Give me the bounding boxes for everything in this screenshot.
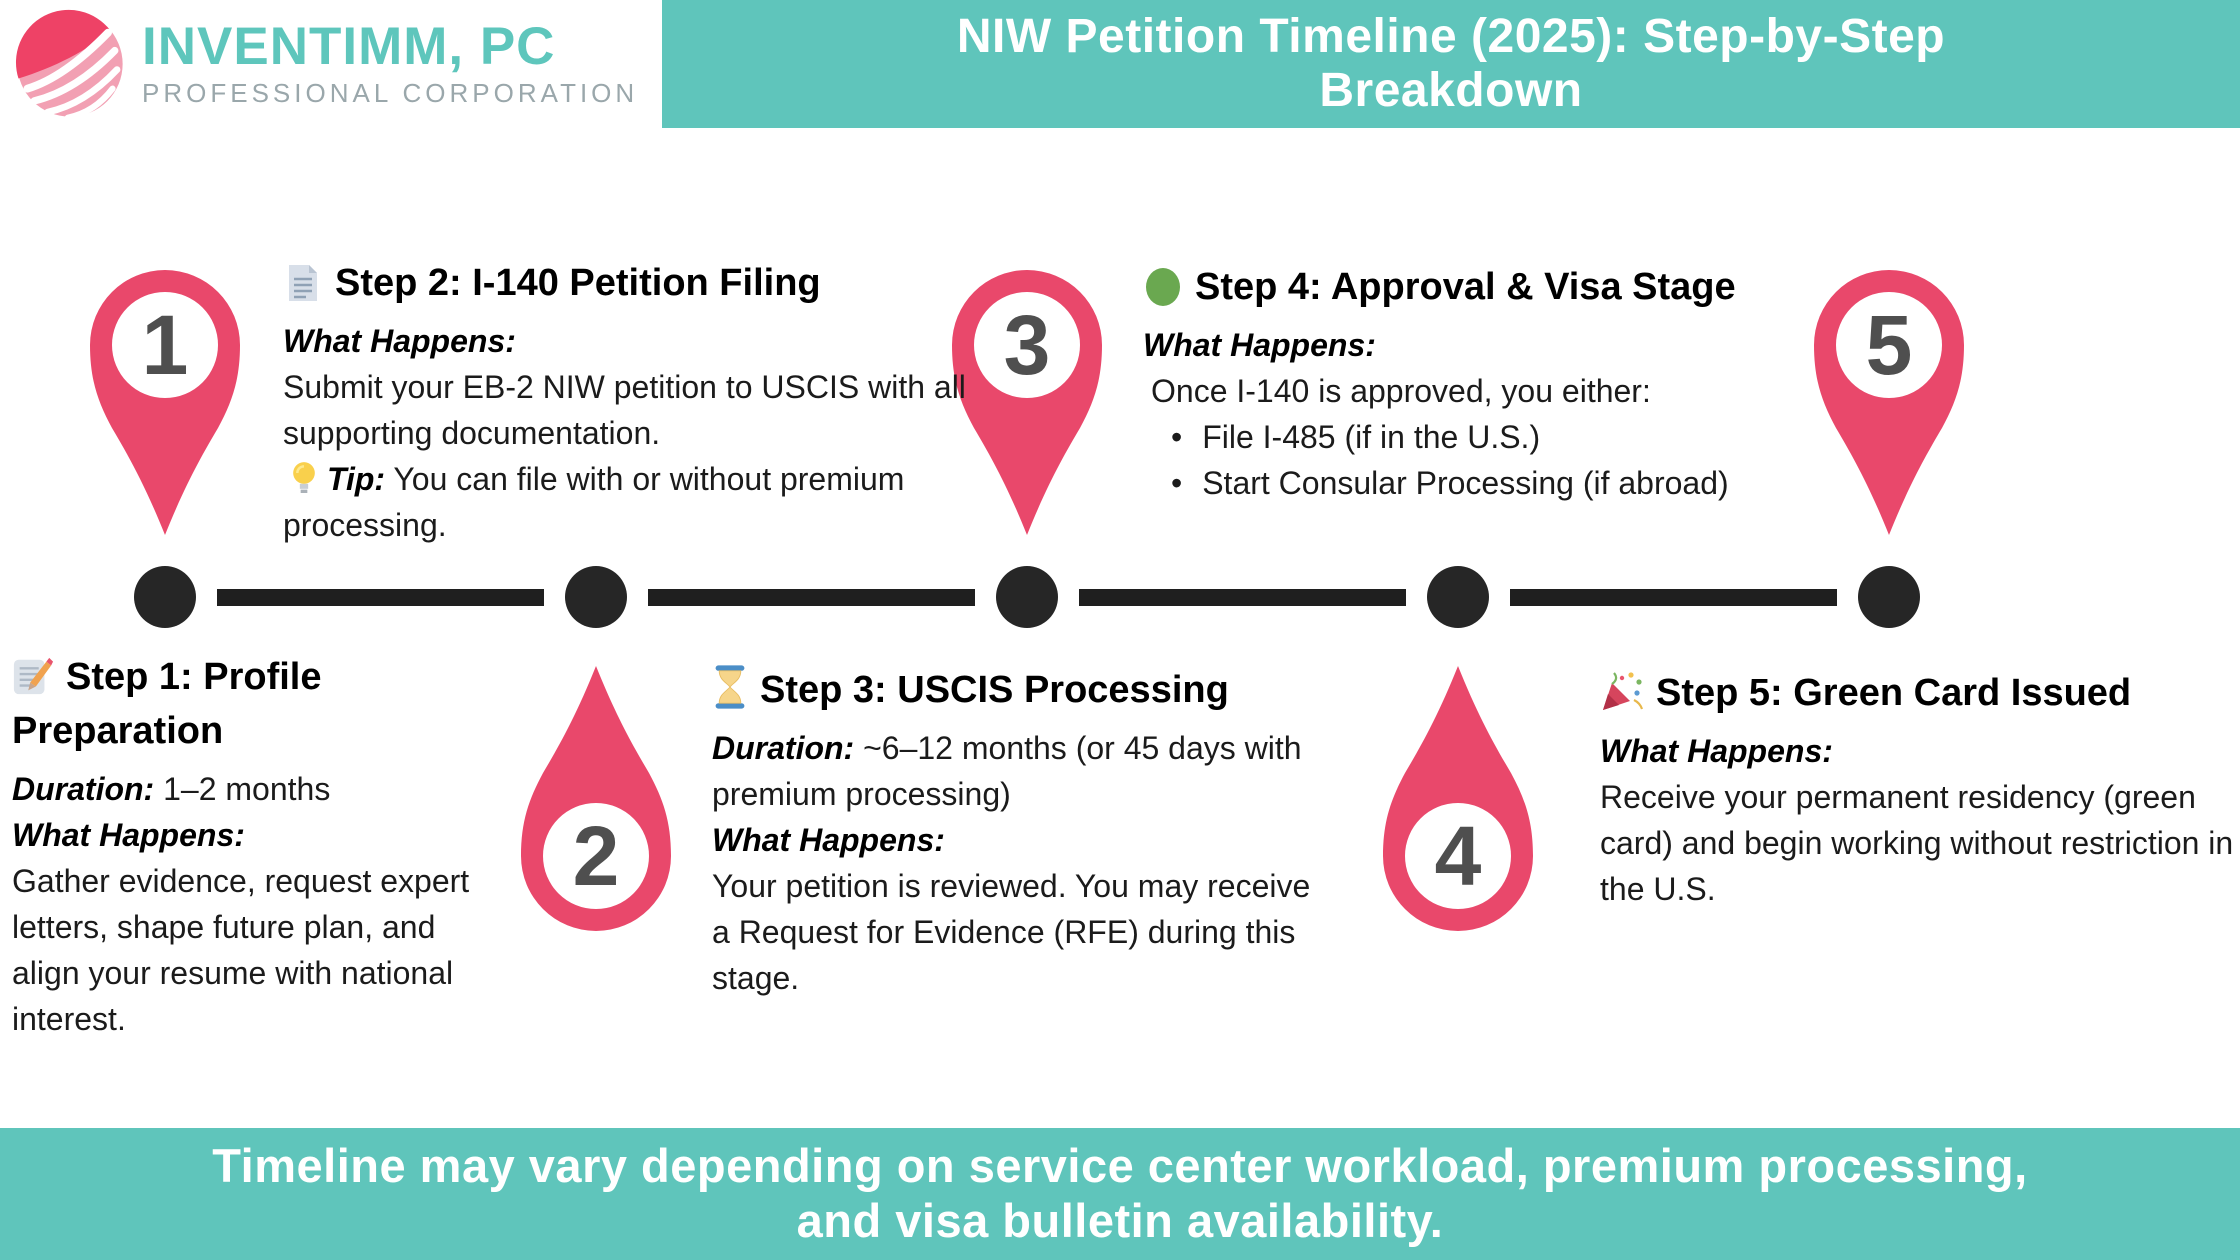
step-1-duration: Duration: 1–2 months — [12, 766, 490, 812]
step-5-title-text: Step 5: Green Card Issued — [1656, 672, 2132, 714]
header-title-line2: Breakdown — [1319, 64, 1583, 117]
footer-bar: Timeline may vary depending on service c… — [0, 1128, 2240, 1260]
logo-area: INVENTIMM, PC PROFESSIONAL CORPORATION — [0, 0, 662, 128]
step-2-body: Submit your EB-2 NIW petition to USCIS w… — [283, 369, 966, 451]
step-1-block: Step 1: Profile Preparation Duration: 1–… — [12, 650, 490, 1042]
pin-number-2: 2 — [573, 809, 620, 903]
step-2-title-text: Step 2: I-140 Petition Filing — [335, 262, 821, 304]
timeline-segment — [1510, 589, 1837, 606]
step-3-duration: Duration: ~6–12 months (or 45 days with … — [712, 725, 1332, 817]
map-pin-2: 2 — [521, 666, 671, 931]
step-4-what-label: What Happens: — [1143, 327, 1376, 363]
footer-line1: Timeline may vary depending on service c… — [212, 1139, 2028, 1193]
green-circle-icon — [1146, 268, 1180, 306]
inventimm-logo-icon — [15, 9, 123, 120]
step-4-bullet-1-text: File I-485 (if in the U.S.) — [1202, 419, 1541, 455]
step-5-block: Step 5: Green Card Issued What Happens: … — [1600, 666, 2240, 912]
map-pin-1: 1 — [90, 270, 240, 535]
step-5-what-label: What Happens: — [1600, 733, 1833, 769]
step-2-tip-label: Tip: — [327, 461, 386, 497]
step-3-duration-label: Duration: — [712, 730, 855, 766]
step-5-body: Receive your permanent residency (green … — [1600, 779, 2234, 907]
map-pin-4: 4 — [1383, 666, 1533, 931]
step-3-what-label: What Happens: — [712, 822, 945, 858]
header-title-line1: NIW Petition Timeline (2025): Step-by-St… — [956, 9, 1946, 63]
step-2-tip-text: You can file with or without premium pro… — [283, 461, 905, 543]
step-3-body: Your petition is reviewed. You may recei… — [712, 868, 1311, 996]
step-4-intro: Once I-140 is approved, you either: — [1151, 373, 1651, 409]
bullet-dot: • — [1171, 419, 1183, 455]
timeline-dot-1 — [134, 566, 196, 628]
step-1-what-label: What Happens: — [12, 817, 245, 853]
step-4-block: Step 4: Approval & Visa Stage What Happe… — [1143, 260, 1883, 506]
step-1-duration-label: Duration: — [12, 771, 155, 807]
step-2-what-label: What Happens: — [283, 323, 516, 359]
step-4-title-text: Step 4: Approval & Visa Stage — [1195, 266, 1736, 308]
pin-number-5: 5 — [1866, 298, 1913, 392]
party-popper-icon — [1603, 672, 1644, 710]
step-3-duration-value: ~6–12 months (or 45 days with premium pr… — [712, 730, 1302, 812]
step-1-title: Step 1: Profile Preparation — [12, 650, 402, 758]
brand-text: INVENTIMM, PC PROFESSIONAL CORPORATION — [142, 19, 638, 110]
lightbulb-icon — [293, 462, 315, 493]
timeline-dot-3 — [996, 566, 1058, 628]
footer-line2: and visa bulletin availability. — [796, 1194, 1444, 1247]
step-4-bullet-1: • File I-485 (if in the U.S.) — [1143, 414, 1883, 460]
step-1-body: Gather evidence, request expert letters,… — [12, 863, 470, 1037]
step-4-bullet-2-text: Start Consular Processing (if abroad) — [1202, 465, 1729, 501]
header-bar: NIW Petition Timeline (2025): Step-by-St… — [662, 0, 2240, 128]
document-icon — [289, 265, 317, 301]
step-1-duration-value: 1–2 months — [163, 771, 331, 807]
timeline-segment — [648, 589, 975, 606]
step-1-title-text: Step 1: Profile Preparation — [12, 656, 322, 752]
pin-number-4: 4 — [1435, 809, 1482, 903]
timeline-dot-5 — [1858, 566, 1920, 628]
step-2-block: Step 2: I-140 Petition Filing What Happe… — [283, 256, 973, 548]
step-2-tip: Tip: You can file with or without premiu… — [283, 456, 973, 548]
step-3-block: Step 3: USCIS Processing Duration: ~6–12… — [712, 663, 1332, 1001]
brand-name: INVENTIMM, PC — [142, 16, 556, 76]
map-pin-3: 3 — [952, 270, 1102, 535]
timeline-dot-2 — [565, 566, 627, 628]
memo-icon — [13, 657, 54, 695]
pin-number-1: 1 — [142, 298, 189, 392]
bullet-dot: • — [1171, 465, 1183, 501]
hourglass-icon — [715, 665, 745, 709]
map-pin-5: 5 — [1814, 270, 1964, 535]
timeline-dot-4 — [1427, 566, 1489, 628]
timeline-segment — [217, 589, 544, 606]
step-2-title: Step 2: I-140 Petition Filing — [283, 256, 973, 310]
step-3-title-text: Step 3: USCIS Processing — [760, 669, 1229, 711]
brand-subtitle: PROFESSIONAL CORPORATION — [142, 78, 639, 109]
step-4-title: Step 4: Approval & Visa Stage — [1143, 260, 1883, 314]
timeline-segment — [1079, 589, 1406, 606]
step-3-title: Step 3: USCIS Processing — [712, 663, 1332, 717]
step-5-title: Step 5: Green Card Issued — [1600, 666, 2240, 720]
pin-number-3: 3 — [1004, 298, 1051, 392]
step-4-bullet-2: • Start Consular Processing (if abroad) — [1143, 460, 1883, 506]
